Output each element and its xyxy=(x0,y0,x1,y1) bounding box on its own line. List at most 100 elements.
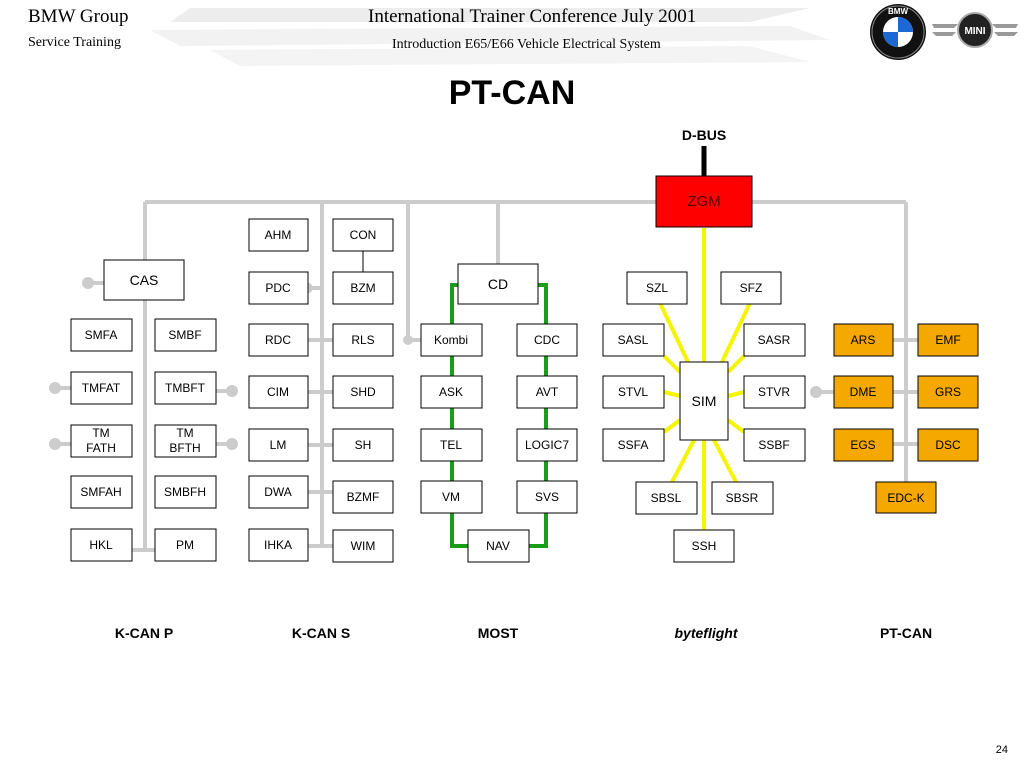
module-bzm-label: BZM xyxy=(350,281,375,295)
module-vm-label: VM xyxy=(442,490,460,504)
module-lm-label: LM xyxy=(270,438,287,452)
module-kombi[interactable]: Kombi xyxy=(420,323,483,357)
most-ring xyxy=(450,283,548,548)
module-sbsr[interactable]: SBSR xyxy=(711,481,774,515)
byteflight-star xyxy=(658,228,752,530)
module-smbf-label: SMBF xyxy=(168,328,201,342)
module-hkl[interactable]: HKL xyxy=(70,528,133,562)
module-ask[interactable]: ASK xyxy=(420,375,483,409)
module-tm-fath-line2: FATH xyxy=(86,441,116,455)
module-rdc-label: RDC xyxy=(265,333,291,347)
module-ssbf[interactable]: SSBF xyxy=(743,428,806,462)
module-svs-label: SVS xyxy=(535,490,559,504)
module-szl-label: SZL xyxy=(646,281,668,295)
module-sbsl[interactable]: SBSL xyxy=(635,481,698,515)
module-sh[interactable]: SH xyxy=(332,428,394,462)
mini-logo-text: MINI xyxy=(964,26,985,37)
module-rdc[interactable]: RDC xyxy=(248,323,309,357)
module-ars[interactable]: ARS xyxy=(833,323,894,357)
module-ssh-label: SSH xyxy=(692,539,717,553)
module-sfz[interactable]: SFZ xyxy=(720,271,782,305)
module-sbsr-label: SBSR xyxy=(726,491,759,505)
module-cdc[interactable]: CDC xyxy=(516,323,578,357)
bus-label-pt-can: PT-CAN xyxy=(880,625,932,641)
brand-title: BMW Group xyxy=(28,6,129,27)
page-number: 24 xyxy=(995,744,1008,756)
module-ssbf-label: SSBF xyxy=(758,438,789,452)
module-ssfa[interactable]: SSFA xyxy=(602,428,665,462)
module-ihka[interactable]: IHKA xyxy=(248,528,309,562)
module-cas-label: CAS xyxy=(130,272,159,288)
module-smfa[interactable]: SMFA xyxy=(70,318,133,352)
module-bzmf[interactable]: BZMF xyxy=(332,480,394,514)
module-wim[interactable]: WIM xyxy=(332,529,394,563)
module-tmbft[interactable]: TMBFT xyxy=(154,371,217,405)
module-edc-k[interactable]: EDC-K xyxy=(875,481,937,514)
module-sbsl-label: SBSL xyxy=(651,491,682,505)
module-pm-label: PM xyxy=(176,538,194,552)
module-sim[interactable]: SIM xyxy=(679,361,729,441)
module-szl[interactable]: SZL xyxy=(626,271,688,305)
module-pdc[interactable]: PDC xyxy=(248,271,309,305)
module-cd[interactable]: CD xyxy=(457,263,539,305)
module-stvl[interactable]: STVL xyxy=(602,375,665,409)
module-rls-label: RLS xyxy=(351,333,374,347)
module-cim[interactable]: CIM xyxy=(248,375,309,409)
module-smbf[interactable]: SMBF xyxy=(154,318,217,352)
module-cd-label: CD xyxy=(488,276,508,292)
module-sasl[interactable]: SASL xyxy=(602,323,665,357)
module-tmfat[interactable]: TMFAT xyxy=(70,371,133,405)
module-sasr[interactable]: SASR xyxy=(743,323,806,357)
module-ask-label: ASK xyxy=(439,385,463,399)
module-stvr[interactable]: STVR xyxy=(743,375,806,409)
module-logic7-label: LOGIC7 xyxy=(525,438,569,452)
bus-label-byteflight: byteflight xyxy=(675,625,739,641)
module-dsc[interactable]: DSC xyxy=(917,428,979,462)
module-bzmf-label: BZMF xyxy=(347,490,380,504)
module-emf[interactable]: EMF xyxy=(917,323,979,357)
module-sasr-label: SASR xyxy=(758,333,791,347)
module-dme[interactable]: DME xyxy=(833,375,894,409)
module-ihka-label: IHKA xyxy=(264,538,292,552)
module-sim-label: SIM xyxy=(692,393,717,409)
module-tm-fath-line1: TM xyxy=(92,426,109,440)
module-smfa-label: SMFA xyxy=(85,328,118,342)
module-con-label: CON xyxy=(350,228,377,242)
module-pm[interactable]: PM xyxy=(154,528,217,562)
module-egs[interactable]: EGS xyxy=(833,428,894,462)
module-sfz-label: SFZ xyxy=(740,281,763,295)
module-rls[interactable]: RLS xyxy=(332,323,394,357)
module-zgm[interactable]: ZGM xyxy=(655,175,753,228)
module-tm-bfth-line1: TM xyxy=(176,426,193,440)
module-bzm[interactable]: BZM xyxy=(332,271,394,305)
module-svs[interactable]: SVS xyxy=(516,480,578,514)
module-grs[interactable]: GRS xyxy=(917,375,979,409)
module-grs-label: GRS xyxy=(935,385,961,399)
module-tel-label: TEL xyxy=(440,438,462,452)
module-tel[interactable]: TEL xyxy=(420,428,483,462)
module-smbfh[interactable]: SMBFH xyxy=(154,475,217,509)
module-shd[interactable]: SHD xyxy=(332,375,394,409)
module-lm[interactable]: LM xyxy=(248,428,309,462)
module-vm[interactable]: VM xyxy=(420,480,483,514)
module-ssh[interactable]: SSH xyxy=(673,529,735,563)
module-dwa[interactable]: DWA xyxy=(248,475,309,509)
module-stvr-label: STVR xyxy=(758,385,790,399)
module-smfah[interactable]: SMFAH xyxy=(70,475,133,509)
module-avt[interactable]: AVT xyxy=(516,375,578,409)
module-nav[interactable]: NAV xyxy=(467,529,530,563)
bus-label-k-can-p: K-CAN P xyxy=(115,625,173,641)
mini-logo: MINI xyxy=(932,12,1018,48)
module-cdc-label: CDC xyxy=(534,333,560,347)
module-cas[interactable]: CAS xyxy=(103,259,185,301)
module-smbfh-label: SMBFH xyxy=(164,485,206,499)
bus-label-most: MOST xyxy=(478,625,519,641)
module-ahm[interactable]: AHM xyxy=(248,218,309,252)
module-con[interactable]: CON xyxy=(332,218,394,252)
module-logic7[interactable]: LOGIC7 xyxy=(516,428,578,462)
module-kombi-label: Kombi xyxy=(434,333,468,347)
module-egs-label: EGS xyxy=(850,438,875,452)
module-stvl-label: STVL xyxy=(618,385,648,399)
